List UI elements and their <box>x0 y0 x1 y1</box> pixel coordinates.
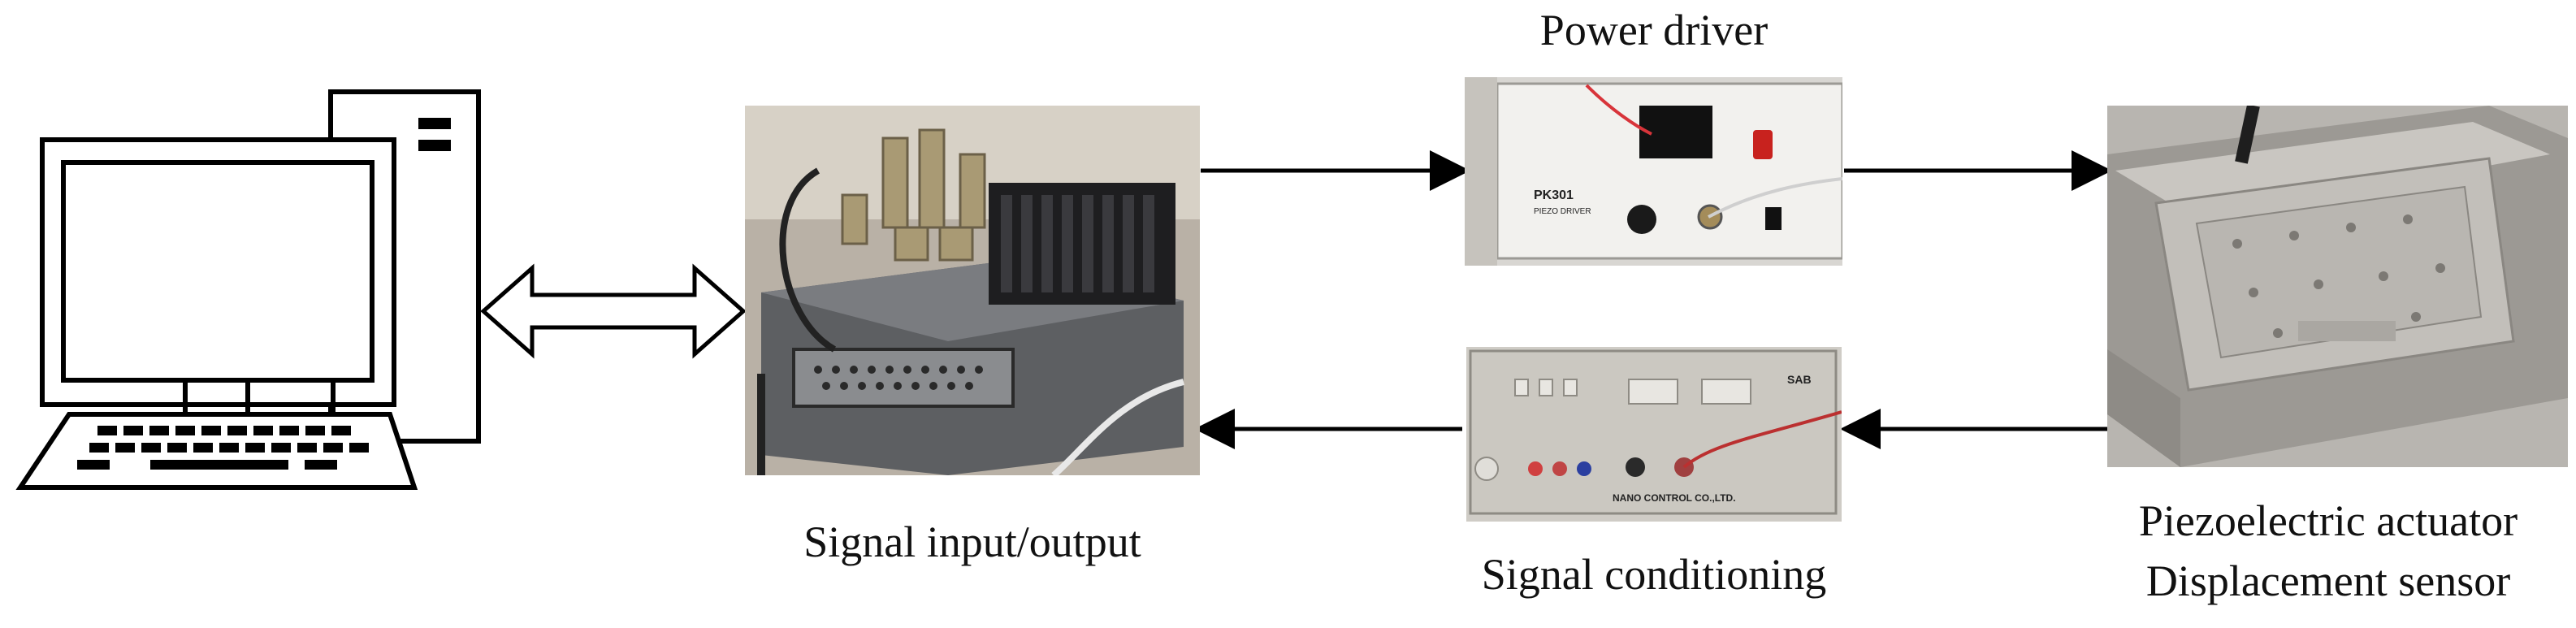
conditioner-maker-text: NANO CONTROL CO.,LTD. <box>1613 492 1736 504</box>
signal-io-label: Signal input/output <box>803 518 1141 566</box>
signal-conditioning-label: Signal conditioning <box>1481 550 1827 599</box>
signal-conditioning-photo: SAB NANO CONTROL CO.,LTD. <box>1466 347 1842 522</box>
driver-sub-text: PIEZO DRIVER <box>1534 207 1591 216</box>
sensor-label: Displacement sensor <box>2145 557 2511 605</box>
driver-model-text: PK301 <box>1534 188 1574 202</box>
actuator-photo <box>2107 106 2568 467</box>
power-driver-label: Power driver <box>1539 6 1769 54</box>
computer-icon <box>15 89 481 490</box>
bidirectional-arrow <box>480 263 747 359</box>
power-driver-photo: PK301 PIEZO DRIVER <box>1465 77 1842 266</box>
actuator-label: Piezoelectric actuator <box>2138 496 2518 545</box>
signal-io-photo <box>745 106 1200 475</box>
conditioner-brand-text: SAB <box>1787 373 1812 386</box>
